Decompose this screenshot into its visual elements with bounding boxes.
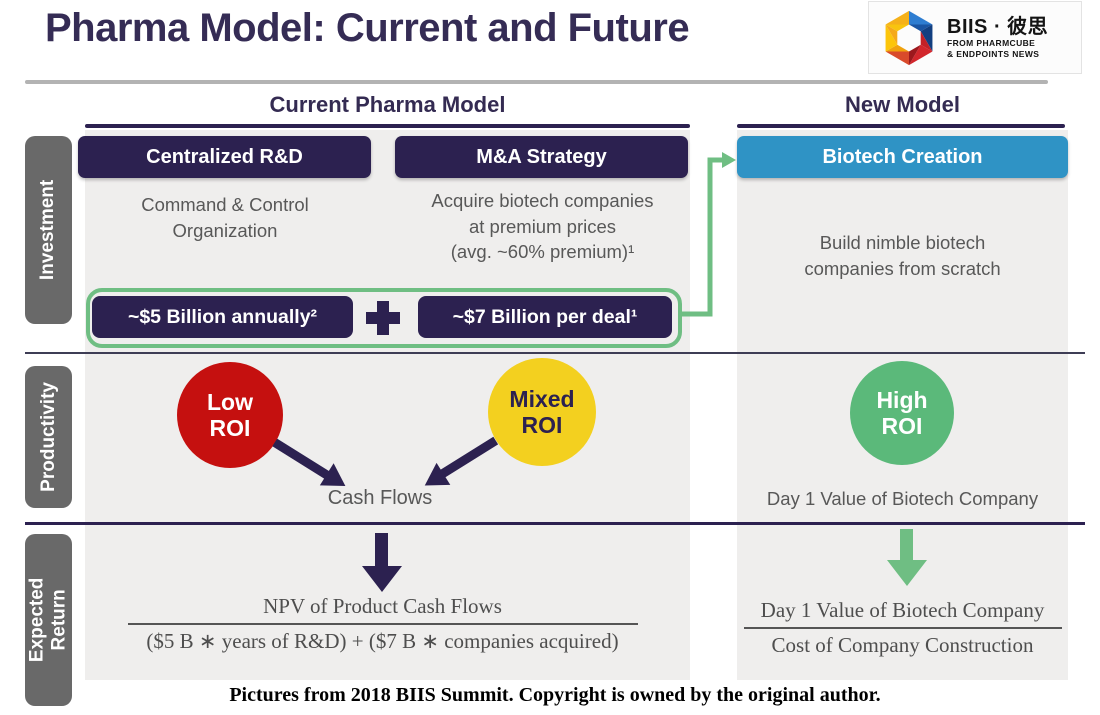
new-return-denominator: Cost of Company Construction — [771, 633, 1034, 657]
ma-strategy-description: Acquire biotech companies at premium pri… — [431, 190, 654, 263]
current-model-underline — [85, 124, 690, 128]
low-roi-circle: Low ROI — [177, 362, 283, 468]
day1-value-label: Day 1 Value of Biotech Company — [766, 488, 1039, 509]
new-return-formula: Day 1 Value of Biotech Company Cost of C… — [737, 598, 1068, 658]
current-model-heading: Current Pharma Model — [269, 92, 506, 117]
row-divider-productivity-return — [25, 522, 1085, 525]
current-fraction-line — [127, 623, 638, 625]
title-divider — [25, 80, 1048, 84]
npv-down-arrow-head — [362, 566, 402, 592]
spend-per-deal-pill: ~$7 Billion per deal¹ — [418, 296, 672, 338]
cash-flows-label: Cash Flows — [327, 487, 433, 509]
row-label-productivity: Productivity — [25, 366, 72, 508]
spend-outline-box — [86, 288, 682, 348]
new-return-numerator: Day 1 Value of Biotech Company — [760, 598, 1045, 622]
plus-icon — [366, 301, 400, 335]
hexagon-logo-icon — [885, 10, 933, 65]
biis-logo: BIIS · 彼思 FROM PHARMCUBE & ENDPOINTS NEW… — [868, 1, 1082, 74]
new-model-down-arrow-head — [887, 560, 927, 586]
copyright-caption: Pictures from 2018 BIIS Summit. Copyrigh… — [229, 684, 881, 706]
new-model-heading: New Model — [845, 92, 960, 117]
spend-annual-pill: ~$5 Billion annually² — [92, 296, 353, 338]
centralized-rd-header: Centralized R&D — [78, 136, 371, 178]
centralized-rd-description: Command & Control Organization — [141, 194, 309, 241]
biotech-creation-header: Biotech Creation — [737, 136, 1068, 178]
new-model-underline — [737, 124, 1065, 128]
logo-brand: BIIS · 彼思 — [947, 16, 1049, 39]
current-return-numerator: NPV of Product Cash Flows — [263, 594, 502, 618]
row-divider-investment-productivity — [25, 352, 1085, 354]
mixed-roi-circle: Mixed ROI — [488, 358, 596, 466]
current-return-denominator: ($5 B ∗ years of R&D) + ($7 B ∗ companie… — [146, 629, 619, 653]
new-fraction-line — [743, 627, 1062, 629]
page-title: Pharma Model: Current and Future — [45, 6, 690, 50]
logo-text: BIIS · 彼思 FROM PHARMCUBE & ENDPOINTS NEW… — [947, 16, 1048, 59]
biotech-creation-description: Build nimble biotech companies from scra… — [804, 232, 1001, 279]
current-return-formula: NPV of Product Cash Flows ($5 B ∗ years … — [90, 594, 675, 654]
row-label-investment: Investment — [25, 136, 72, 324]
new-model-down-arrow-shaft — [900, 529, 913, 560]
high-roi-circle: High ROI — [850, 361, 954, 465]
npv-down-arrow-shaft — [375, 533, 388, 566]
logo-tagline-1: FROM PHARMCUBE — [947, 38, 1036, 49]
green-connector-arrow — [678, 152, 736, 317]
logo-tagline-2: & ENDPOINTS NEWS — [947, 48, 1040, 59]
row-label-expected-return: Expected Return — [25, 534, 72, 706]
ma-strategy-header: M&A Strategy — [395, 136, 688, 178]
